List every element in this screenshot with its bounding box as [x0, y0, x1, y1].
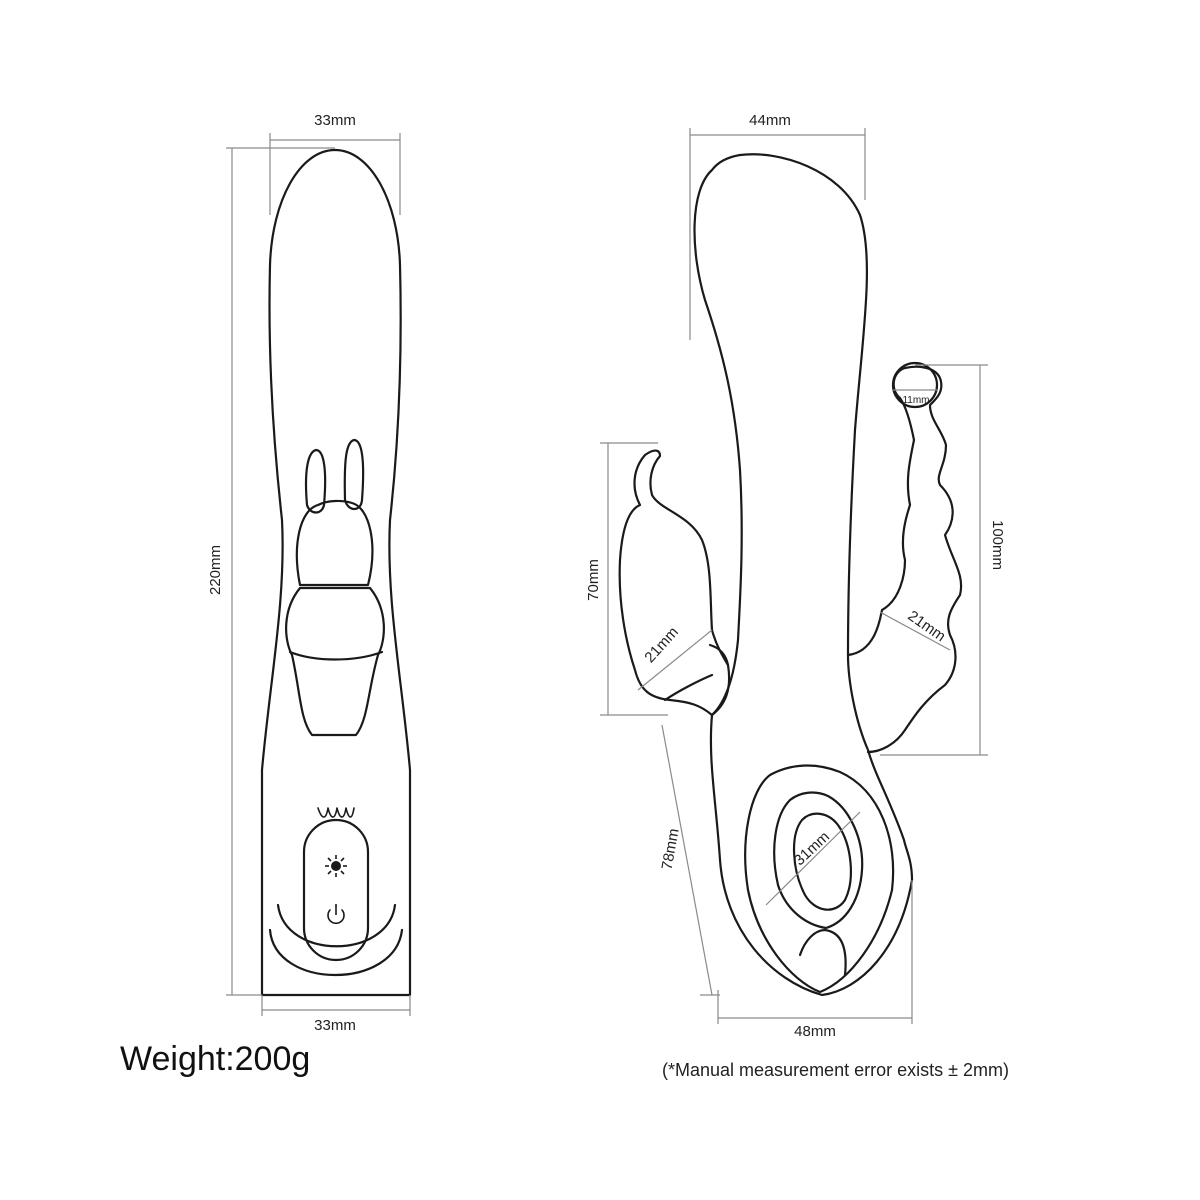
weight-label: Weight:200g	[120, 1040, 311, 1078]
side-base-width-label: 48mm	[794, 1023, 836, 1040]
side-ball-diameter-label: 11mm	[902, 395, 929, 406]
side-bead-length-dimension: 100mm	[880, 364, 1006, 756]
side-base-width-dimension: 48mm	[717, 880, 913, 1040]
side-rabbit-length-dimension: 70mm	[585, 442, 668, 716]
front-top-width-dimension: 33mm	[269, 112, 401, 215]
measurement-note: (*Manual measurement error exists ± 2mm)	[662, 1060, 1009, 1080]
power-icon[interactable]	[327, 904, 345, 925]
front-length-label: 220mm	[207, 545, 224, 595]
vibration-icon[interactable]	[317, 807, 355, 818]
rabbit-arm-joint	[663, 643, 730, 702]
side-bead-diameter-dimension: 21mm	[879, 607, 951, 651]
side-ring-diameter-dimension: 31mm	[765, 811, 861, 906]
side-ball-diameter-dimension: 11mm	[893, 389, 937, 406]
front-bottom-width-label: 33mm	[314, 1017, 356, 1034]
rabbit-ear-right	[343, 438, 365, 511]
bead-arm-outline	[846, 365, 963, 754]
side-bead-length-label: 100mm	[989, 520, 1006, 570]
bead-ball	[891, 361, 939, 409]
side-handle-length-label: 78mm	[659, 827, 683, 871]
rabbit-torso	[285, 586, 385, 737]
side-main-outline	[693, 153, 914, 997]
front-bottom-width-dimension: 33mm	[261, 995, 411, 1034]
rabbit-ear-left	[304, 448, 327, 514]
rabbit-head	[295, 499, 374, 587]
front-view: 33mm 220mm 33mm	[207, 112, 412, 1034]
side-loop-core	[793, 812, 852, 911]
side-loop-bottom	[798, 928, 847, 977]
side-loop-inner	[773, 791, 864, 930]
side-rabbit-length-label: 70mm	[585, 559, 602, 601]
side-ring-diameter-label: 31mm	[791, 828, 833, 869]
rabbit-belt	[288, 650, 384, 661]
sun-icon[interactable]	[325, 855, 347, 877]
control-panel	[302, 818, 370, 962]
side-bead-diameter-label: 21mm	[905, 607, 949, 645]
side-view: 44mm 11mm 100mm 21mm 70mm 21mm	[585, 112, 1006, 1040]
side-loop-outer	[744, 764, 895, 994]
front-base-curve	[268, 928, 404, 977]
front-length-dimension: 220mm	[207, 147, 335, 996]
side-head-width-label: 44mm	[749, 112, 791, 129]
side-handle-length-dimension: 78mm	[659, 724, 720, 996]
front-body-outline	[260, 148, 412, 997]
front-top-width-label: 33mm	[314, 112, 356, 129]
front-base-curve-inner	[276, 903, 397, 948]
side-head-width-dimension: 44mm	[689, 112, 866, 340]
